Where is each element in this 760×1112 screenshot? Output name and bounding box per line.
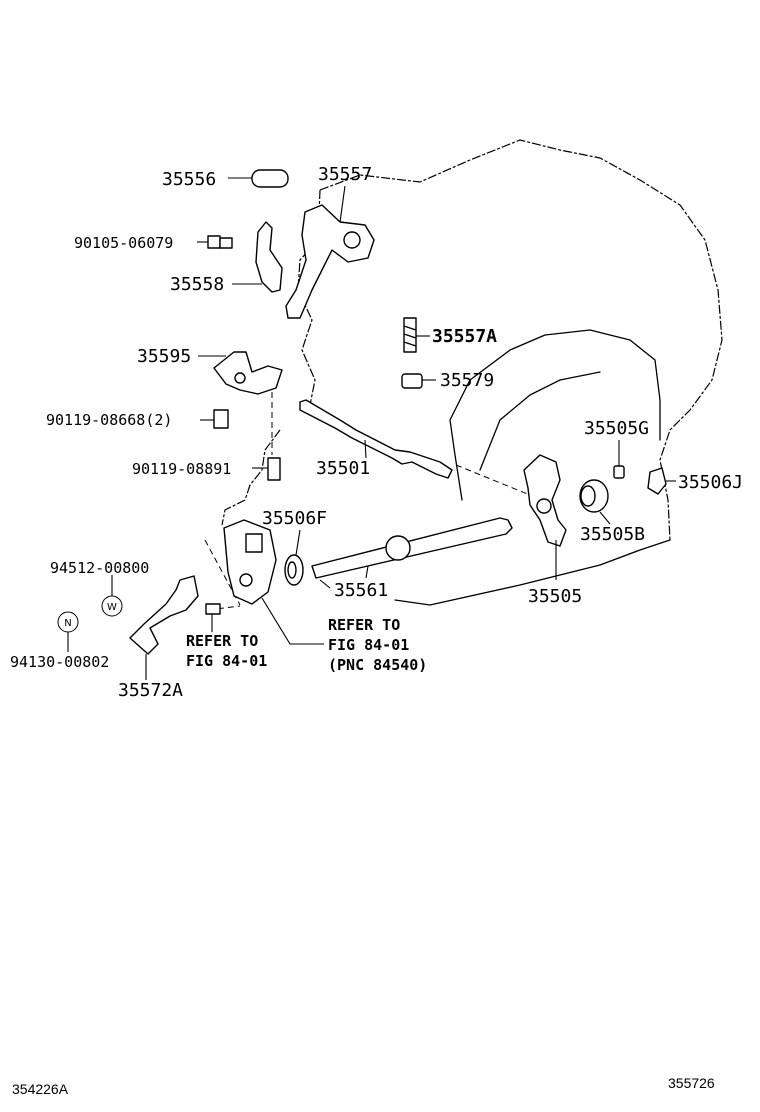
label-94512-00800: 94512-00800: [50, 559, 149, 577]
nut-symbol: N: [57, 611, 79, 652]
part-35557-lever: [285, 185, 375, 319]
part-35557A-spring: [403, 317, 430, 353]
neutral-start-switch: [223, 519, 324, 645]
part-35558-detent-spring: [232, 221, 283, 293]
label-35506J: 35506J: [678, 472, 743, 493]
label-35561: 35561: [334, 580, 388, 601]
part-35506J-clip: [647, 467, 676, 495]
label-94130-00802: 94130-00802: [10, 653, 109, 671]
refer-note-2-line1: REFER TO: [328, 616, 400, 634]
part-90105-06079-bolt: [197, 235, 233, 249]
part-35505-detent-lever: [523, 454, 567, 580]
label-90119-08668: 90119-08668(2): [46, 411, 172, 429]
label-35557A: 35557A: [432, 326, 497, 347]
label-90105-06079: 90105-06079: [74, 234, 173, 252]
part-90119-08668-bolt: [200, 409, 229, 429]
label-35556: 35556: [162, 169, 216, 190]
part-35579-bolt: [401, 373, 436, 389]
part-35572A-shift-lever: [129, 575, 199, 680]
label-90119-08891: 90119-08891: [132, 460, 231, 478]
part-35556-pin: [228, 169, 289, 188]
refer-note-1-line1: REFER TO: [186, 632, 258, 650]
label-35505B: 35505B: [580, 524, 645, 545]
part-90119-08891-bolt: [252, 457, 281, 481]
label-35595: 35595: [137, 346, 191, 367]
label-35505: 35505: [528, 586, 582, 607]
label-35572A: 35572A: [118, 680, 183, 701]
part-35505G-clip: [613, 440, 625, 479]
switch-mounting-bolt: [205, 603, 221, 632]
part-35595-bracket: [198, 351, 283, 395]
footer-right-code: 355726: [668, 1075, 715, 1091]
washer-symbol: W: [101, 575, 123, 617]
label-35505G: 35505G: [584, 418, 649, 439]
part-35561-manual-shaft: [311, 517, 513, 589]
part-35501-manual-valve-rod: [299, 399, 453, 479]
part-35506F-oil-seal: [284, 529, 304, 586]
label-35557: 35557: [318, 164, 372, 185]
label-35579: 35579: [440, 370, 494, 391]
refer-note-1-line2: FIG 84-01: [186, 652, 267, 670]
label-35558: 35558: [170, 274, 224, 295]
label-35501: 35501: [316, 458, 370, 479]
label-35506F: 35506F: [262, 508, 327, 529]
part-35505B-bushing: [579, 479, 611, 525]
refer-note-2-line2: FIG 84-01: [328, 636, 409, 654]
svg-text:W: W: [107, 602, 117, 613]
svg-text:N: N: [64, 618, 71, 629]
footer-left-code: 354226A: [12, 1081, 69, 1097]
refer-note-2-line3: (PNC 84540): [328, 656, 427, 674]
